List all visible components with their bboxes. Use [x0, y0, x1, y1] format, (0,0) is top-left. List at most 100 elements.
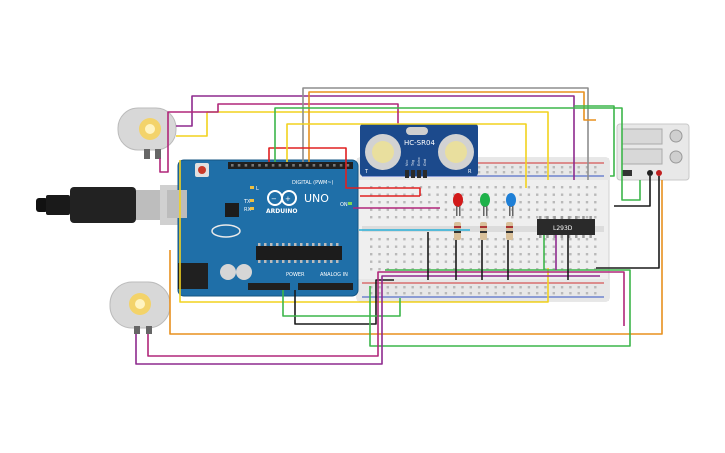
breadboard-hole	[544, 166, 547, 169]
breadboard-hole	[527, 201, 531, 204]
mcu-pin	[336, 243, 339, 246]
sensor-pin-vcc: Vcc	[405, 160, 409, 166]
wire-orange	[308, 91, 596, 162]
breadboard-hole	[403, 208, 406, 211]
breadboard-hole	[560, 186, 564, 189]
breadboard-hole	[386, 260, 389, 263]
breadboard-hole	[453, 193, 456, 196]
breadboard-hole	[469, 238, 472, 241]
header-pin	[339, 164, 343, 167]
header-pin	[237, 164, 241, 167]
breadboard-hole	[444, 216, 448, 219]
breadboard-hole	[394, 193, 398, 196]
breadboard-hole	[386, 286, 389, 289]
breadboard-hole	[378, 208, 381, 211]
breadboard-hole	[527, 186, 531, 189]
breadboard-hole	[378, 286, 381, 289]
breadboard-hole	[594, 171, 597, 174]
mcu-pin	[318, 243, 321, 246]
breadboard-hole	[577, 216, 580, 219]
breadboard-hole	[477, 292, 481, 295]
mcu-pin	[258, 243, 261, 246]
breadboard-hole	[560, 260, 564, 263]
breadboard-hole	[378, 245, 381, 248]
breadboard-hole	[577, 201, 580, 204]
arduino-logo-icon: − +	[267, 190, 297, 206]
breadboard-hole	[544, 186, 547, 189]
breadboard-hole	[370, 253, 373, 256]
breadboard-hole	[544, 292, 547, 295]
breadboard-hole	[511, 245, 514, 248]
breadboard-hole	[577, 260, 580, 263]
breadboard-hole	[453, 253, 456, 256]
breadboard-hole	[502, 208, 506, 211]
breadboard-hole	[444, 292, 448, 295]
breadboard-hole	[419, 260, 423, 263]
breadboard-hole	[502, 193, 506, 196]
breadboard-hole	[461, 245, 464, 248]
sensor-pin-gnd: Gnd	[423, 159, 427, 166]
breadboard-hole	[444, 201, 448, 204]
breadboard-hole	[585, 286, 589, 289]
breadboard-hole	[577, 186, 580, 189]
l293d-driver: L293D	[537, 216, 595, 238]
breadboard-hole	[536, 292, 539, 295]
driver-pin	[567, 235, 571, 238]
breadboard-hole	[511, 216, 514, 219]
wire-green	[282, 290, 401, 317]
breadboard-hole	[544, 193, 547, 196]
header-pin	[231, 164, 234, 167]
mcu-pin	[312, 243, 315, 246]
breadboard-hole	[403, 253, 406, 256]
breadboard-hole	[444, 193, 448, 196]
breadboard-hole	[394, 253, 398, 256]
breadboard-hole	[469, 186, 472, 189]
breadboard-hole	[428, 238, 431, 241]
breadboard-hole	[502, 253, 506, 256]
breadboard-hole	[428, 292, 431, 295]
driver-pin	[589, 235, 592, 238]
breadboard-hole	[411, 193, 414, 196]
breadboard-hole	[428, 286, 431, 289]
mcu-pin	[276, 243, 279, 246]
breadboard-hole	[461, 208, 464, 211]
breadboard-hole	[527, 171, 531, 174]
breadboard-hole	[444, 238, 448, 241]
breadboard-hole	[511, 186, 514, 189]
breadboard-hole	[370, 238, 373, 241]
wire-purple	[176, 95, 575, 180]
wire-purple	[135, 275, 600, 365]
header-pin	[305, 164, 309, 167]
breadboard-hole	[428, 216, 431, 219]
breadboard-hole	[527, 238, 531, 241]
breadboard-hole	[477, 245, 481, 248]
driver-pin	[582, 235, 585, 238]
breadboard-hole	[461, 286, 464, 289]
arduino-uno: − + ARDUINO UNO DIGITAL (PWM~) POWER ANA…	[167, 159, 359, 297]
breadboard-hole	[477, 201, 481, 204]
breadboard-hole	[444, 245, 448, 248]
breadboard-hole	[453, 260, 456, 263]
wire-green	[274, 107, 641, 201]
mcu-pin	[258, 260, 261, 263]
breadboard-hole	[511, 166, 514, 169]
breadboard-hole	[536, 166, 539, 169]
breadboard-hole	[428, 186, 431, 189]
breadboard-hole	[486, 171, 489, 174]
resistor	[454, 222, 461, 240]
breadboard-hole	[444, 286, 448, 289]
breadboard-hole	[536, 186, 539, 189]
breadboard-hole	[594, 216, 597, 219]
breadboard-hole	[494, 286, 497, 289]
breadboard-hole	[536, 171, 539, 174]
led-green	[480, 193, 490, 216]
breadboard-hole	[544, 171, 547, 174]
breadboard-hole	[519, 201, 522, 204]
breadboard-hole	[544, 201, 547, 204]
breadboard-hole	[577, 171, 580, 174]
breadboard-hole	[461, 292, 464, 295]
header-pin	[244, 164, 248, 167]
breadboard-hole	[552, 292, 555, 295]
breadboard-hole	[577, 286, 580, 289]
breadboard-hole	[494, 201, 497, 204]
